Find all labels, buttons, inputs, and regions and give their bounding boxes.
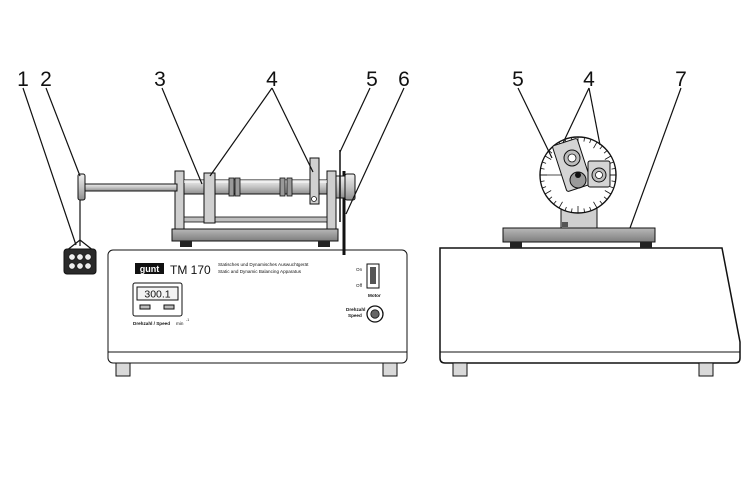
shaft-collar-1 (228, 177, 235, 197)
shaft-highlight (184, 180, 327, 183)
angle-tick (544, 155, 552, 160)
side-plate-foot-right (640, 242, 652, 248)
model-label: TM 170 (170, 263, 211, 277)
angle-tick (548, 196, 553, 200)
angle-tick (564, 206, 567, 211)
pulley (77, 173, 86, 201)
angle-tick (553, 200, 557, 205)
frame-wall-left (174, 170, 185, 230)
balance-weight-right (309, 157, 320, 205)
angle-tick (589, 139, 592, 144)
display-value: 300.1 (144, 289, 170, 301)
speed-knob-center (370, 309, 380, 319)
label-5-side: 5 (512, 68, 524, 91)
drive-pulley (344, 173, 356, 201)
motor-switch-rocker (370, 267, 376, 284)
gunt-logo (135, 263, 164, 274)
side-foot-left (452, 362, 468, 377)
angle-tick (540, 168, 545, 170)
angle-tick (583, 208, 585, 213)
angle-tick (609, 161, 614, 164)
angle-tick (593, 141, 598, 149)
shaft-collar-4 (286, 177, 293, 197)
angle-tick (604, 190, 612, 195)
side-view: 5 4 7 (439, 68, 741, 377)
side-balance-weights (552, 138, 611, 192)
side-base-plate (502, 227, 656, 243)
label-4-side: 4 (583, 68, 595, 91)
angle-tick (548, 150, 553, 154)
knob-label-2: Speed (348, 313, 362, 318)
description-de: Statisches und Dynamisches Auswuchtgerät (218, 262, 309, 267)
switch-off-label: Off (356, 283, 363, 288)
label-3: 3 (154, 68, 166, 91)
display-screen (136, 286, 179, 301)
label-5-front: 5 (366, 68, 378, 91)
spindle (84, 183, 178, 192)
front-view: gunt TM 170 Statisches und Dynamisches A… (17, 68, 410, 377)
frame-bottom-rail (183, 216, 328, 223)
switch-on-label: On (356, 267, 363, 272)
balance-weight-left (203, 172, 216, 224)
frame-wall-right (326, 170, 337, 230)
cabinet (107, 249, 408, 364)
angle-tick (599, 145, 603, 150)
knob-label-1: Drehzahl (346, 307, 365, 312)
description-en: Static and Dynamic Balancing Apparatus (218, 269, 302, 274)
base-plate-foot-right (318, 241, 330, 247)
angle-tick (593, 201, 598, 209)
angle-tick (558, 201, 563, 209)
base-plate-foot-left (180, 241, 192, 247)
leader-lines-front (22, 87, 405, 246)
logo-text: gunt (140, 264, 160, 274)
cabinet-foot-left (115, 362, 131, 377)
angle-tick (540, 180, 545, 182)
angle-tick (611, 168, 616, 170)
side-shaft-center (575, 172, 581, 178)
display-button-right[interactable] (163, 304, 175, 310)
angle-tick (589, 206, 592, 211)
angle-tick (599, 200, 603, 205)
weight-balls (68, 253, 92, 270)
angle-tick (603, 150, 608, 154)
angle-tick (604, 155, 612, 160)
angle-tick (544, 190, 552, 195)
leader-lines-side (517, 87, 682, 229)
display-button-left[interactable] (139, 304, 151, 310)
angle-tick (571, 208, 573, 213)
side-cabinet (439, 247, 741, 364)
angle-tick (611, 180, 616, 182)
angle-tick (609, 186, 614, 189)
label-2: 2 (40, 68, 52, 91)
balance-weight-bolt (311, 196, 317, 202)
label-6: 6 (398, 68, 410, 91)
angle-tick (603, 196, 608, 200)
side-foot-right (698, 362, 714, 377)
side-support-bolt (562, 222, 568, 227)
shaft-collar-2 (234, 177, 241, 197)
unit-exponent: -1 (186, 318, 189, 322)
label-4-front: 4 (266, 68, 278, 91)
side-plate-foot-left (510, 242, 522, 248)
weight-basket (63, 248, 97, 275)
angle-tick (542, 186, 547, 189)
angle-tick (583, 137, 585, 142)
label-7: 7 (675, 68, 687, 91)
unit-label: min (176, 321, 184, 326)
label-1: 1 (17, 68, 29, 91)
speed-label: Drehzahl / Speed (133, 321, 170, 326)
shaft-collar-3 (279, 177, 286, 197)
cabinet-foot-right (382, 362, 398, 377)
base-plate (171, 228, 339, 242)
motor-label: Motor (368, 293, 381, 298)
angle-tick (542, 161, 547, 164)
